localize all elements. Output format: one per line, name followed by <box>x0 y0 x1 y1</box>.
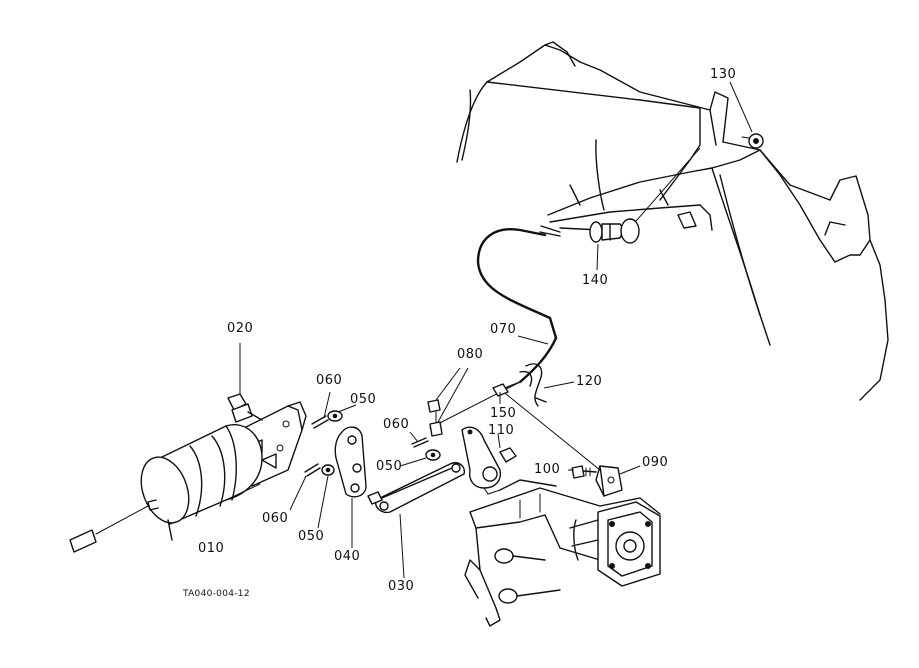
part-020-bolt <box>227 393 263 423</box>
label-part-130: 130 <box>710 67 737 82</box>
part-060-pin-bottom <box>304 463 321 477</box>
part-050-washer-right <box>425 449 441 461</box>
part-060-pin-top <box>311 415 329 429</box>
label-part-070: 070 <box>490 322 517 337</box>
part-120-clamp <box>519 363 547 407</box>
part-110-lever <box>461 426 517 495</box>
label-part-050-bottom: 050 <box>298 529 325 544</box>
label-part-080: 080 <box>457 347 484 362</box>
part-060-pin-right <box>411 437 429 448</box>
drawing-code: TA040-004-12 <box>183 589 250 599</box>
part-140-cable-knob <box>559 147 701 244</box>
part-030-link-rod <box>367 462 465 514</box>
dashboard-panel <box>456 41 889 401</box>
label-part-020: 020 <box>227 321 254 336</box>
label-part-030: 030 <box>388 579 415 594</box>
leader-lines <box>239 81 753 579</box>
part-050-washer-top <box>327 410 343 422</box>
part-010-solenoid <box>69 424 263 553</box>
part-130-nut <box>741 133 764 149</box>
label-part-060-bottom: 060 <box>262 511 289 526</box>
part-040-lever <box>334 426 367 498</box>
label-part-120: 120 <box>576 374 603 389</box>
part-050-washer-bottom <box>321 464 335 476</box>
label-part-060-top: 060 <box>316 373 343 388</box>
part-100-bolt <box>571 465 597 479</box>
label-part-060-right: 060 <box>383 417 410 432</box>
part-080-pins <box>427 399 443 437</box>
label-part-040: 040 <box>334 549 361 564</box>
injection-pump-housing <box>464 479 661 627</box>
label-part-050-right: 050 <box>376 459 403 474</box>
part-150-cable-end <box>492 383 601 471</box>
label-part-150: 150 <box>490 406 517 421</box>
label-part-090: 090 <box>642 455 669 470</box>
label-part-010: 010 <box>198 541 225 556</box>
part-070-cable <box>429 225 561 429</box>
label-part-140: 140 <box>582 273 609 288</box>
part-090-bracket <box>595 465 623 497</box>
label-part-100: 100 <box>534 462 561 477</box>
label-part-050-top: 050 <box>350 392 377 407</box>
label-part-110: 110 <box>488 423 515 438</box>
